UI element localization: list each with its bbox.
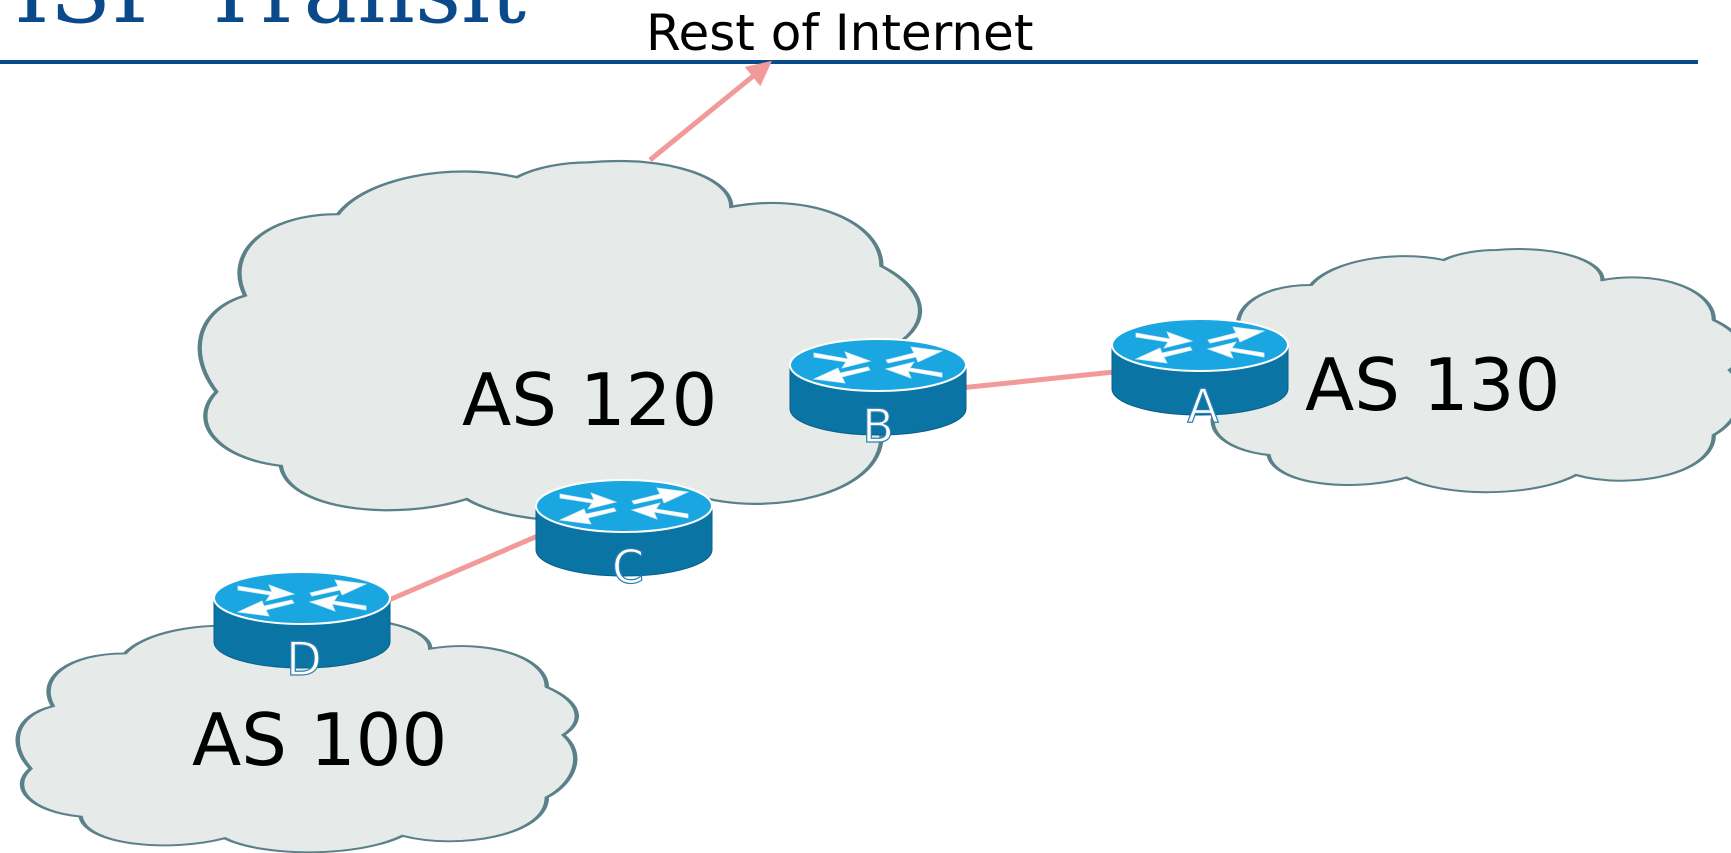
as130-label: AS 130 [1305, 343, 1560, 427]
link-c-d [381, 532, 541, 606]
internet-link-arrow [648, 60, 772, 162]
router-d-icon [213, 571, 391, 669]
router-d-label: D [286, 632, 321, 686]
page-title: ISP Transit [14, 0, 526, 44]
router-a-label: A [1187, 379, 1219, 433]
router-icon: B [789, 338, 967, 454]
router-icon: C [535, 479, 713, 595]
router-a-icon [1111, 318, 1289, 416]
as100-label: AS 100 [192, 698, 447, 782]
router-c-icon [535, 479, 713, 577]
router-b-label: B [862, 399, 894, 453]
router-c-label: C [612, 540, 644, 594]
rest-of-internet-label: Rest of Internet [646, 4, 1033, 62]
router-icon: A [1111, 318, 1289, 434]
as120-label: AS 120 [462, 358, 717, 442]
router-b-icon [789, 338, 967, 436]
link-b-a [959, 369, 1115, 391]
cloud-as120 [200, 161, 920, 521]
router-icon: D [213, 571, 391, 687]
